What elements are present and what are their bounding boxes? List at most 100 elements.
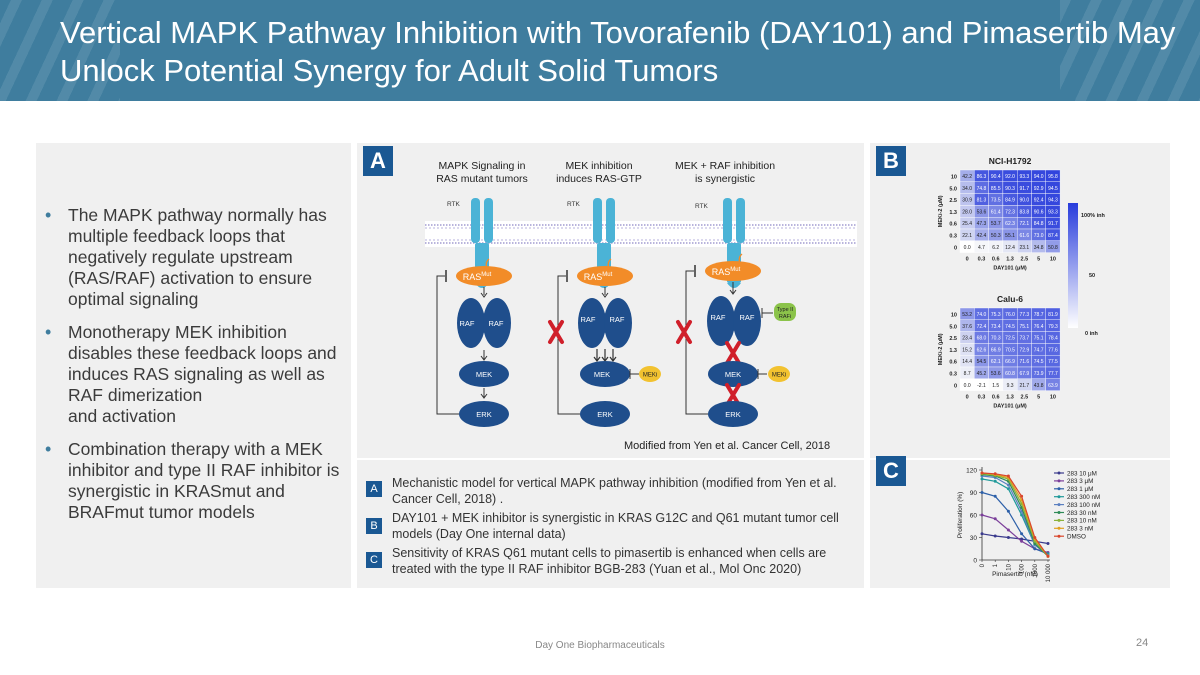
- cell-value: 60.8: [1005, 371, 1015, 377]
- x-tick-label: 1: [993, 563, 999, 567]
- legend-marker: [1057, 479, 1061, 483]
- y-tick: 0.6: [949, 360, 957, 366]
- cell-value: 91.7: [1019, 186, 1029, 192]
- x-tick-label: 10 000: [1046, 563, 1052, 582]
- mek-label: MEK: [476, 370, 492, 379]
- cell-value: 28.0: [962, 209, 972, 215]
- title-bar: Vertical MAPK Pathway Inhibition with To…: [0, 0, 1200, 101]
- cell-value: 15.2: [962, 347, 972, 353]
- data-point: [1006, 483, 1010, 487]
- svg-text:RASMut: RASMut: [584, 272, 613, 282]
- x-tick: 2.5: [1021, 257, 1029, 263]
- y-tick: 10: [951, 175, 957, 181]
- cell-value: 84.8: [1034, 221, 1044, 227]
- cell-value: 74.5: [1034, 359, 1044, 365]
- y-axis-label: MEKi-2 (μM): [938, 333, 944, 365]
- cell-value: 61.6: [1019, 233, 1029, 239]
- cell-value: 72.9: [1019, 347, 1029, 353]
- page-number: 24: [1136, 637, 1149, 649]
- type2-label: Type II: [777, 307, 794, 313]
- cell-value: 91.7: [1048, 221, 1058, 227]
- svg-text:RASMut: RASMut: [463, 272, 492, 282]
- cell-value: 85.5: [991, 186, 1001, 192]
- legend-marker: [1057, 471, 1061, 475]
- series-line: [981, 472, 1049, 557]
- cell-value: 63.9: [1048, 383, 1058, 389]
- legend-label: 283 1 μM: [1067, 486, 1093, 493]
- legend-marker: [1057, 526, 1061, 530]
- caption-badge: C: [366, 552, 382, 568]
- caption-panel: [357, 460, 864, 588]
- series-line: [981, 473, 1049, 557]
- cell-value: 74.5: [1005, 324, 1015, 330]
- cell-value: 84.9: [1005, 198, 1015, 204]
- cell-value: 53.6: [991, 371, 1001, 377]
- cell-value: 73.0: [1034, 233, 1044, 239]
- x-tick-label: 0: [980, 563, 986, 567]
- cell-value: 66.9: [991, 347, 1001, 353]
- cell-value: 94.3: [1048, 198, 1058, 204]
- cell-value: 42.4: [977, 233, 987, 239]
- cell-value: 92.0: [1005, 174, 1015, 180]
- legend-marker: [1057, 518, 1061, 522]
- cell-value: 73.9: [1034, 371, 1044, 377]
- legend-label: DMSO: [1067, 534, 1086, 541]
- data-point: [993, 472, 997, 476]
- x-axis-label: DAY101 (μM): [993, 266, 1027, 272]
- cell-value: 47.3: [977, 221, 987, 227]
- cell-value: 72.5: [1005, 336, 1015, 342]
- x-tick: 0.6: [992, 257, 1000, 263]
- legend-marker: [1057, 503, 1061, 507]
- cell-value: 78.4: [1048, 336, 1058, 342]
- cell-value: 73.5: [991, 198, 1001, 204]
- legend-label: 100% inh: [1081, 213, 1105, 219]
- rtk-label: RTK: [567, 201, 581, 208]
- decor-stripes: [1060, 0, 1200, 101]
- cell-value: 45.2: [977, 371, 987, 377]
- legend-label: 283 10 nM: [1067, 518, 1097, 525]
- column-2-pathway: RTK RASMut RAF RAF MEK MEKi ERK: [548, 198, 661, 427]
- y-axis-label: Proliferation (%): [957, 492, 964, 539]
- blocked-feedback-x: [548, 320, 564, 344]
- panel-a-badge: A: [363, 146, 393, 176]
- x-tick: 0: [966, 257, 969, 263]
- series-line: [981, 473, 1049, 557]
- cell-value: 93.3: [1019, 174, 1029, 180]
- data-point: [1020, 539, 1024, 543]
- x-tick: 10: [1050, 257, 1056, 263]
- data-point: [1033, 536, 1037, 539]
- cell-value: 70.3: [991, 336, 1001, 342]
- ras-label: RAS: [584, 272, 603, 282]
- cell-value: 62.3: [1005, 221, 1015, 227]
- cell-value: 1.5: [992, 383, 999, 389]
- data-point: [980, 477, 984, 481]
- x-axis-label: DAY101 (μM): [993, 404, 1027, 410]
- y-tick-label: 0: [973, 558, 977, 565]
- erk-node: [580, 401, 630, 427]
- cell-value: 53.2: [962, 312, 972, 318]
- column-header: is synergistic: [695, 173, 755, 185]
- cell-value: 34.0: [962, 186, 972, 192]
- heatmap-title: Calu-6: [997, 294, 1023, 304]
- data-point: [1006, 528, 1010, 532]
- cell-value: -2.1: [977, 383, 986, 389]
- cell-value: 74.7: [1034, 347, 1044, 353]
- cell-value: 23.4: [962, 336, 972, 342]
- cell-value: 90.0: [1019, 198, 1029, 204]
- cell-value: 75.3: [991, 312, 1001, 318]
- x-tick: 0: [966, 395, 969, 401]
- y-tick: 10: [951, 313, 957, 319]
- footer-text: Day One Biopharmaceuticals: [535, 640, 665, 651]
- type2-label: RAFi: [779, 314, 791, 320]
- cell-value: 86.3: [977, 174, 987, 180]
- cell-value: 77.7: [1048, 371, 1058, 377]
- y-tick-label: 120: [966, 468, 977, 475]
- x-axis-label: Pimasertib (nM): [992, 571, 1038, 578]
- x-tick-label: 1000: [1033, 563, 1039, 577]
- cell-value: 92.4: [1034, 198, 1044, 204]
- cell-value: 67.9: [1019, 371, 1029, 377]
- feedback-loop: [436, 275, 459, 415]
- legend-marker: [1057, 534, 1061, 538]
- legend-label: 50: [1089, 273, 1095, 279]
- cell-value: 76.0: [1005, 312, 1015, 318]
